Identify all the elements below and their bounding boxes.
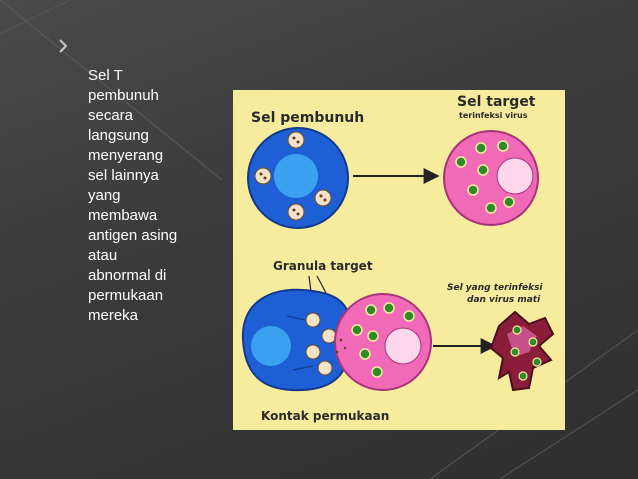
t-cell-diagram: Sel pembunuh Sel target terinfeksi virus [233, 90, 565, 430]
killer-cell-contact [241, 288, 353, 392]
label-target-sub: terinfeksi virus [459, 111, 528, 120]
label-killer-cell: Sel pembunuh [251, 110, 364, 126]
bullet-arrow-icon [59, 39, 68, 53]
label-granula: Granula target [273, 259, 373, 273]
label-dead-cell-2: dan virus mati [467, 295, 541, 305]
dead-cell [489, 310, 555, 392]
target-cell [443, 130, 539, 226]
label-target-cell: Sel target [457, 94, 536, 110]
label-dead-cell-1: Sel yang terinfeksi [447, 283, 543, 293]
slide-body-text: Sel T pembunuh secara langsung menyerang… [88, 67, 178, 324]
killer-cell [247, 127, 349, 229]
target-cell-contact [334, 293, 432, 391]
label-contact: Kontak permukaan [261, 409, 389, 423]
